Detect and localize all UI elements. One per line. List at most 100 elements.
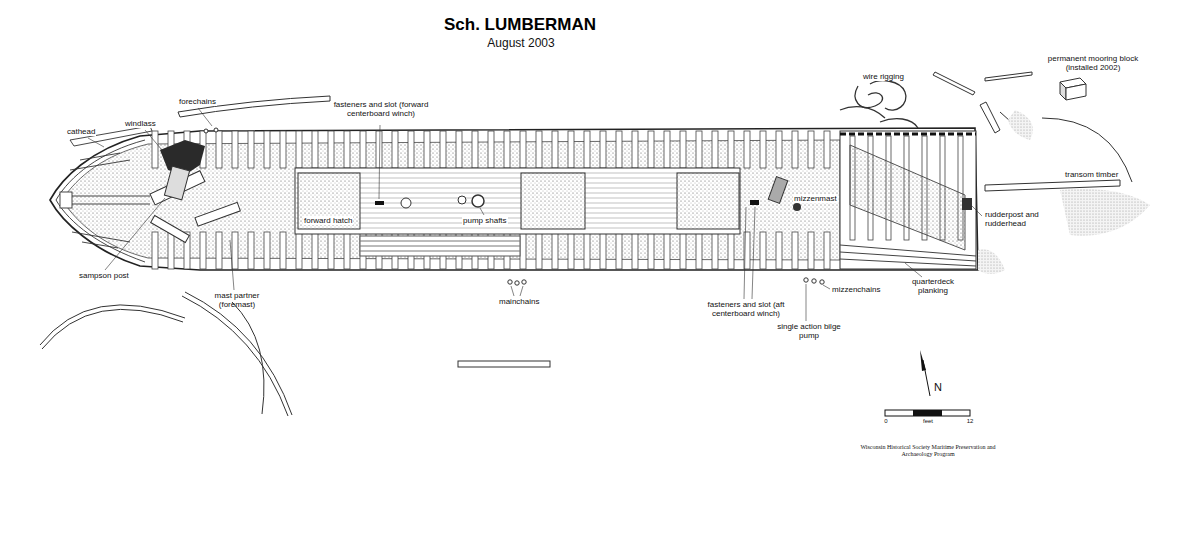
hull-frames bbox=[200, 232, 206, 269]
windlass bbox=[164, 166, 189, 200]
debris bbox=[40, 305, 185, 345]
hull-frames bbox=[568, 232, 574, 269]
debris bbox=[185, 292, 292, 415]
hull-frames bbox=[536, 131, 542, 168]
hull-frames bbox=[344, 232, 350, 269]
center-deck bbox=[295, 173, 740, 228]
hull-frames bbox=[440, 131, 446, 168]
hull-frames bbox=[760, 232, 766, 269]
hull-frames bbox=[472, 131, 478, 168]
hull-frames bbox=[616, 232, 622, 269]
windlass bbox=[150, 140, 240, 242]
stern-quarterdeck bbox=[886, 136, 891, 240]
hull bbox=[50, 128, 978, 270]
hull-frames bbox=[728, 131, 734, 168]
center-deck bbox=[360, 246, 520, 247]
hull-frames bbox=[776, 232, 782, 269]
windlass bbox=[195, 202, 240, 226]
bow-structure bbox=[80, 153, 120, 160]
part-label: cathead bbox=[66, 127, 96, 136]
center-deck bbox=[401, 198, 411, 208]
stern-quarterdeck bbox=[840, 131, 976, 269]
hull-frames bbox=[248, 131, 254, 168]
hull-frames bbox=[808, 131, 814, 168]
center-deck bbox=[295, 213, 740, 214]
hull-frames bbox=[264, 232, 270, 269]
center-deck bbox=[295, 183, 740, 184]
bow-structure bbox=[56, 200, 145, 262]
hull-frames bbox=[504, 131, 510, 168]
center-deck bbox=[295, 168, 801, 256]
center-deck bbox=[295, 208, 740, 209]
hull-frames bbox=[408, 131, 414, 168]
debris bbox=[458, 361, 550, 367]
plan-date: August 2003 bbox=[445, 37, 597, 51]
center-deck bbox=[360, 251, 520, 252]
north-arrow bbox=[920, 350, 926, 371]
hull-frames bbox=[664, 131, 670, 168]
hull-frames bbox=[728, 232, 734, 269]
hull-frames bbox=[328, 131, 334, 168]
hull-frames bbox=[264, 131, 270, 168]
hull-frames bbox=[568, 131, 574, 168]
hull-frames bbox=[792, 131, 798, 168]
debris bbox=[985, 180, 1120, 191]
hull-frames bbox=[744, 131, 750, 168]
center-deck bbox=[677, 173, 739, 229]
debris bbox=[1042, 118, 1132, 182]
hull-frames bbox=[296, 131, 302, 168]
hull-frames bbox=[488, 131, 494, 168]
hull-frames bbox=[648, 131, 654, 168]
hull-frames bbox=[232, 131, 238, 168]
seabed bbox=[978, 110, 1150, 274]
leader-lines bbox=[105, 198, 165, 270]
center-deck bbox=[521, 173, 585, 229]
leader-lines bbox=[806, 284, 807, 321]
center-deck bbox=[360, 236, 520, 256]
hull-frames bbox=[680, 131, 686, 168]
bow-structure bbox=[56, 140, 145, 200]
debris bbox=[933, 72, 975, 95]
hull-frames bbox=[760, 131, 766, 168]
part-label: fasteners and slot (aft centerboard winc… bbox=[685, 300, 807, 318]
hull-frames bbox=[152, 232, 158, 269]
chainplates bbox=[204, 129, 208, 133]
scale-number: 12 bbox=[962, 418, 978, 425]
bow-structure bbox=[62, 196, 150, 197]
hull-frames bbox=[824, 131, 830, 168]
chainplates bbox=[214, 128, 218, 132]
scale-bar bbox=[913, 410, 942, 416]
leader-lines bbox=[88, 138, 104, 147]
stern-quarterdeck bbox=[840, 259, 976, 266]
stern-quarterdeck bbox=[904, 136, 909, 240]
part-label: mizzenmast bbox=[793, 194, 838, 203]
part-label: quarterdeck planking bbox=[897, 277, 969, 295]
stern-quarterdeck bbox=[840, 131, 976, 269]
hull-frames bbox=[312, 232, 318, 269]
hull-frames bbox=[520, 131, 526, 168]
scale-number: 0 bbox=[880, 418, 892, 425]
leader-lines bbox=[905, 263, 922, 277]
hull-frames bbox=[696, 232, 702, 269]
chainplates bbox=[522, 280, 526, 284]
stern-quarterdeck bbox=[940, 136, 945, 240]
center-deck bbox=[295, 173, 740, 174]
hull-frames bbox=[808, 232, 814, 269]
part-label: transom timber bbox=[1064, 170, 1119, 179]
center-deck bbox=[295, 223, 740, 224]
stern-quarterdeck bbox=[868, 136, 873, 240]
part-label: pump shafts bbox=[462, 216, 508, 225]
hull-frames bbox=[232, 232, 238, 269]
center-deck bbox=[295, 188, 740, 189]
center-deck bbox=[295, 218, 740, 219]
chainplates bbox=[804, 278, 808, 282]
scale-unit: feet bbox=[912, 418, 944, 425]
hull-frames bbox=[280, 232, 286, 269]
chainplates bbox=[820, 280, 824, 284]
hull-frames bbox=[584, 131, 590, 168]
hull-frames bbox=[600, 131, 606, 168]
scale-bar bbox=[885, 410, 970, 416]
leader-lines bbox=[88, 108, 982, 321]
hull-frames bbox=[520, 232, 526, 269]
